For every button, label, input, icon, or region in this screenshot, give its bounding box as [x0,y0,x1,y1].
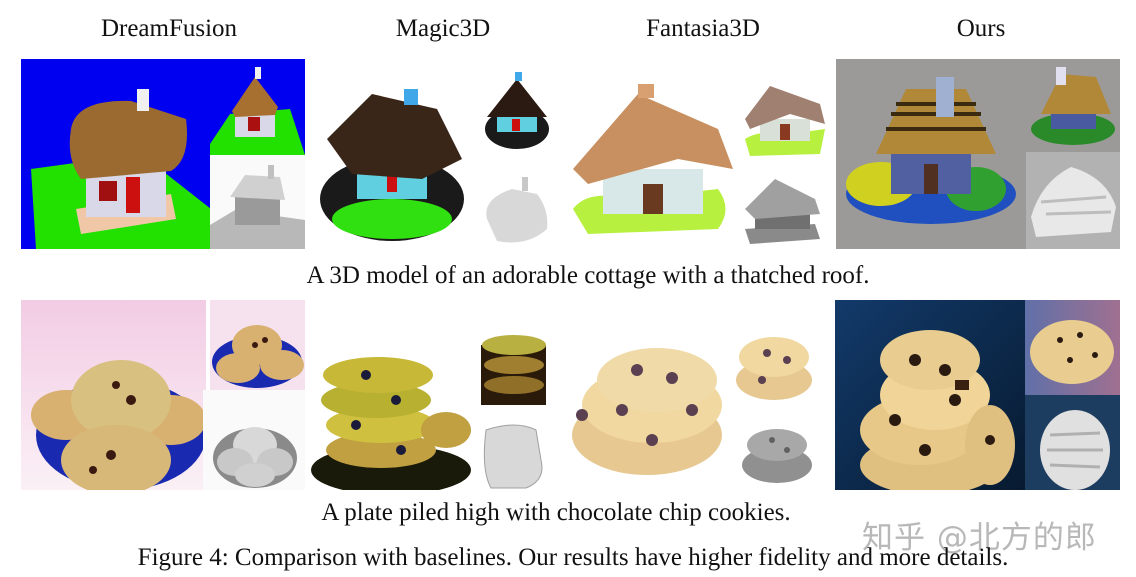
geometry-normal-image [1026,152,1120,249]
panel-ours-cottage [836,59,1120,249]
geometry-normal-image [210,155,305,249]
main-render-image [306,300,471,490]
side-render-image [210,300,305,390]
panel-magic3d-cookies [306,300,560,490]
side-render-image [1026,59,1120,152]
watermark: 知乎 @北方的郎 [862,520,1097,556]
geometry-normal-image [476,420,551,490]
main-render-image [312,59,472,249]
main-render-image [835,300,1025,490]
panel-dreamfusion-cottage [21,59,305,249]
column-header-ours: Ours [956,15,1006,42]
geometry-normal-image [732,410,817,490]
main-render-image [21,59,211,249]
figure-caption: Figure 4: Comparison with baselines. Our… [137,544,1009,571]
panel-fantasia3d-cottage [568,59,830,249]
prompt-caption-cookies: A plate piled high with chocolate chip c… [321,499,791,526]
column-header-dreamfusion: DreamFusion [100,15,238,42]
panel-magic3d-cottage [312,59,560,249]
column-header-magic3d: Magic3D [395,15,491,42]
main-render-image [568,59,738,249]
geometry-normal-image [1025,395,1120,490]
side-render-image [732,325,817,405]
side-render-image [1025,300,1120,395]
main-render-image [562,300,732,490]
panel-ours-cookies [835,300,1120,490]
side-render-image [476,330,551,405]
geometry-normal-image [477,169,557,249]
prompt-caption-cottage: A 3D model of an adorable cottage with a… [306,262,870,289]
side-render-image [477,69,557,154]
side-render-image [210,59,305,155]
geometry-normal-image [740,169,828,249]
geometry-normal-image [203,390,305,490]
column-header-fantasia3d: Fantasia3D [646,15,760,42]
main-render-image [836,59,1026,249]
panel-fantasia3d-cookies [562,300,830,490]
panel-dreamfusion-cookies [21,300,305,490]
side-render-image [740,74,828,159]
main-render-image [21,300,206,490]
